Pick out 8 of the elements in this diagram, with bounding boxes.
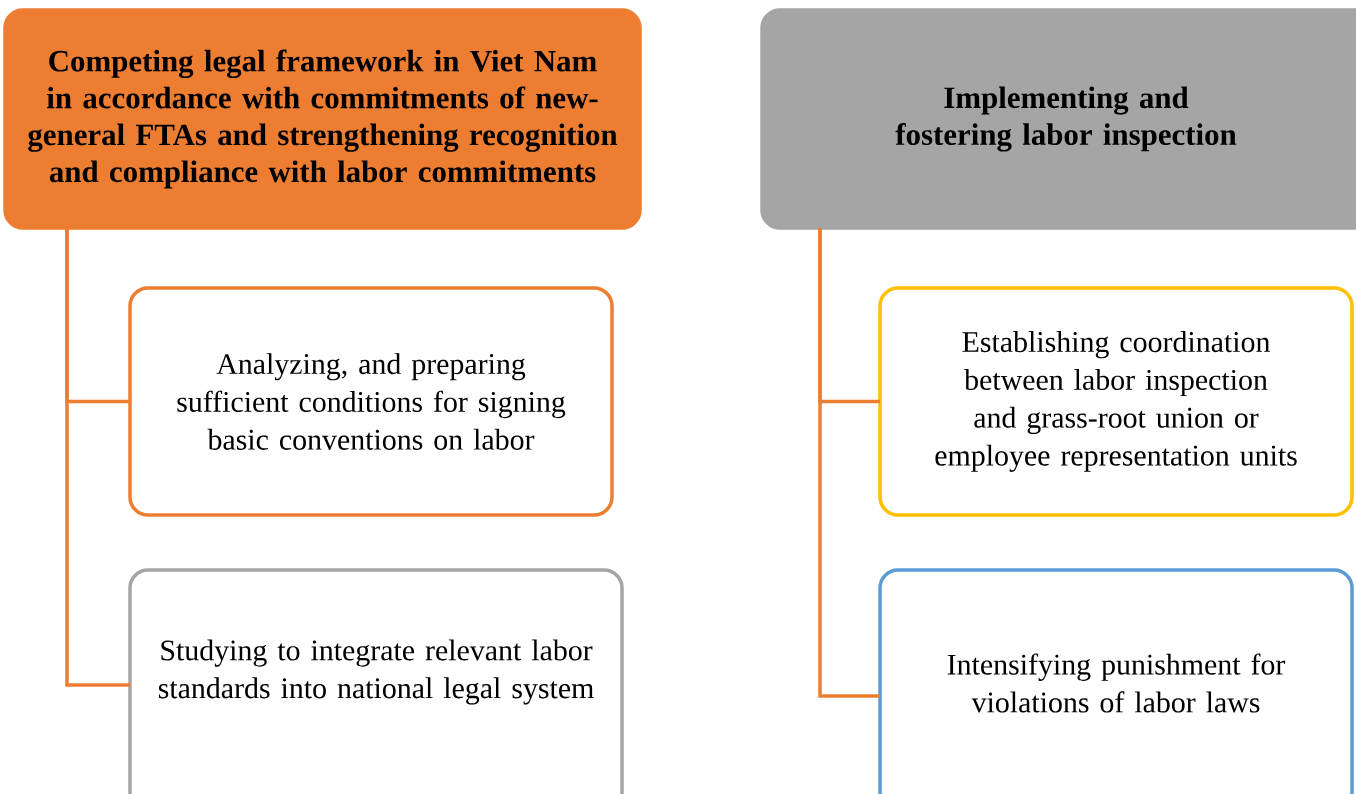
connector-line [65, 228, 130, 687]
topic-box: Intensifying punishment for violations of labor laws [878, 568, 1354, 794]
heading-box: Implementing and fostering labor inspection [760, 8, 1356, 230]
heading-box: Competing legal framework in Viet Nam in accordance with commitments of new-general FTAs and strengthening recognition and compliance with labor commitments [3, 8, 642, 230]
topic-box: Analyzing, and preparing sufficient conditions for signing basic conventions on labor [128, 286, 614, 517]
connector-line [818, 228, 880, 698]
topic-box: Studying to integrate relevant labor standards into national legal system [128, 568, 624, 794]
topic-box: Establishing coordination between labor inspection and grass-root union or employee representation units [878, 286, 1354, 517]
